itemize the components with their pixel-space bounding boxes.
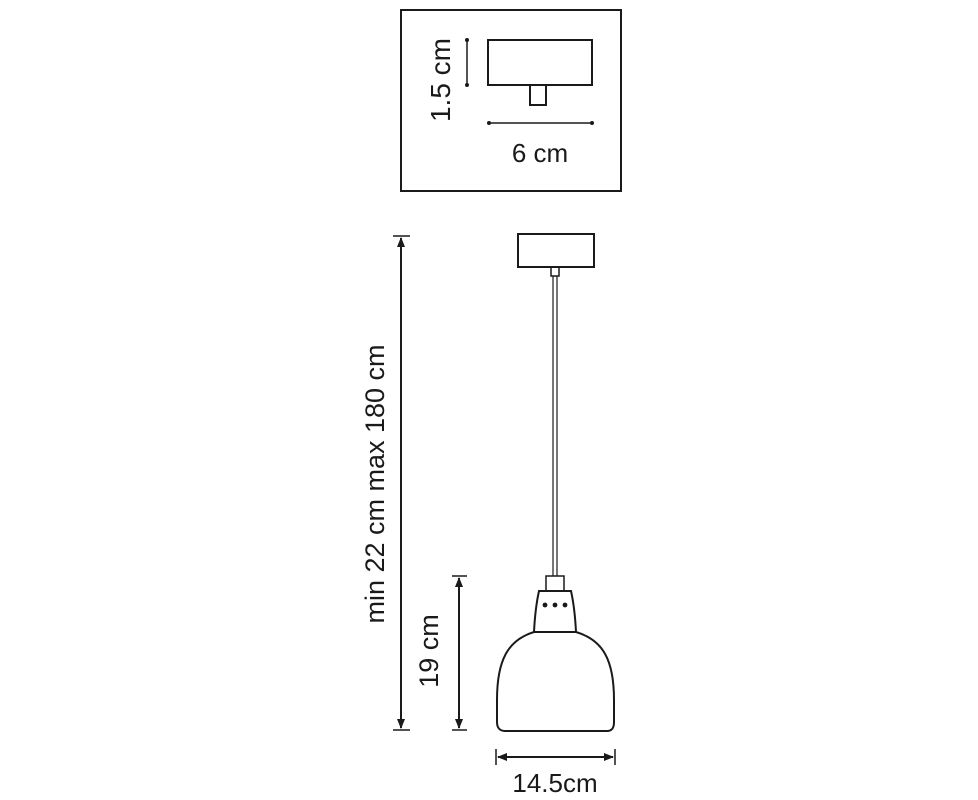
inset-canopy-block [487,39,593,86]
shade-width-label: 14.5cm [512,768,597,798]
total-length-dimension: min 22 cm max 180 cm [360,235,410,731]
shade-height-dimension: 19 cm [414,575,467,731]
inset-frame [400,9,622,192]
inset-height-dot-bottom [465,83,469,87]
socket-vent-dot [552,602,558,608]
inset-width-dot-left [487,121,491,125]
inset-width-dot-right [590,121,594,125]
inset-height-dot-top [465,38,469,42]
socket-vent-dot [562,602,568,608]
inset-canopy-stem [529,84,547,106]
canopy-detail-inset: 1.5 cm 6 cm [400,9,622,192]
shade-width-dimension: 14.5cm [495,749,616,798]
socket-housing [532,590,578,633]
lamp-shade [496,631,615,732]
pendant-lamp [496,233,615,732]
canopy-connector [550,266,560,277]
inset-height-label: 1.5 cm [425,38,456,122]
inset-width-label: 6 cm [512,138,568,168]
cord-grip [545,575,565,592]
socket-vent-dot [542,602,548,608]
total-length-label: min 22 cm max 180 cm [360,344,390,623]
ceiling-canopy [517,233,595,268]
shade-height-label: 19 cm [414,614,444,688]
